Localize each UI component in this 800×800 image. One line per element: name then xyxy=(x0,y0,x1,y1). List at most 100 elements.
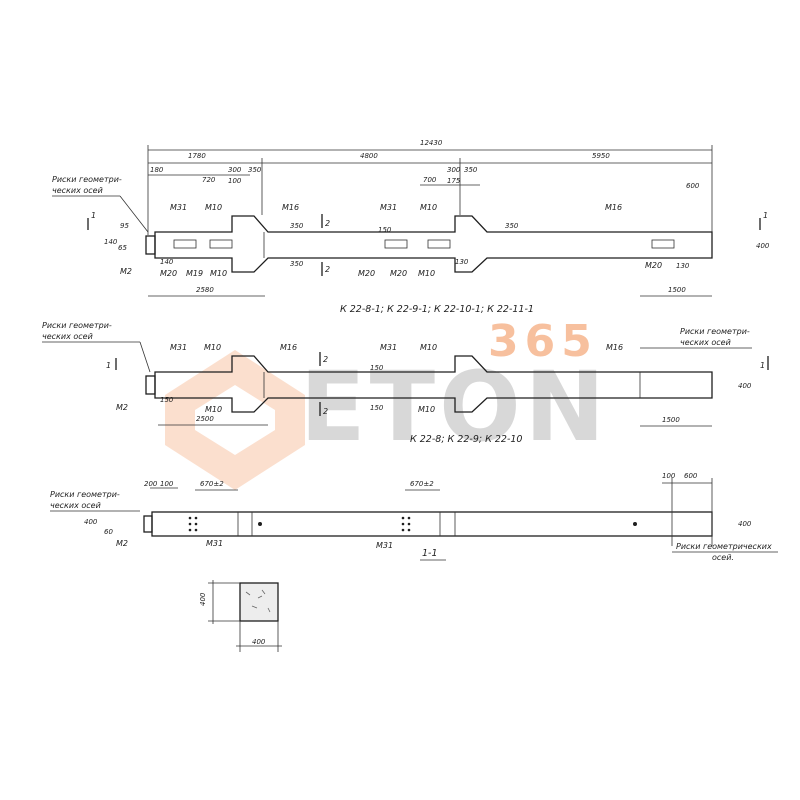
dim-100: 100 xyxy=(228,177,242,185)
watermark-letters: ETON xyxy=(300,351,609,463)
mark-m31-1: M31 xyxy=(170,203,187,212)
section-dim-width: 400 xyxy=(252,638,266,646)
mark-m19: M19 xyxy=(186,269,203,278)
view2-dim-150-c: 150 xyxy=(370,404,384,412)
section-mark-1-left: 1 xyxy=(91,211,96,220)
view2-mark-m16-1: M16 xyxy=(280,343,297,352)
mark-m10-4: M10 xyxy=(418,269,435,278)
view2-mark-m31-1: M31 xyxy=(170,343,187,352)
view2-mark-m31-2: M31 xyxy=(380,343,397,352)
mark-m16-2: M16 xyxy=(605,203,622,212)
view2-column: Риски геометри- ческих осей Риски геомет… xyxy=(42,321,769,445)
section-mark-1-right: 1 xyxy=(763,211,768,220)
mark-m31-2: M31 xyxy=(380,203,397,212)
view3-dim-400-left: 400 xyxy=(84,518,98,526)
section-mark-2-top: 2 xyxy=(325,219,330,228)
view2-axes-right-line2: ческих осей xyxy=(680,338,731,347)
view2-dim-1500: 1500 xyxy=(662,416,680,424)
dim-350: 350 xyxy=(248,166,262,174)
view2-dim-150-a: 150 xyxy=(160,396,174,404)
dim-130-b: 130 xyxy=(676,262,690,270)
dim-150: 150 xyxy=(378,226,392,234)
dim-350-b: 350 xyxy=(290,260,304,268)
view3-mark-m31-2: M31 xyxy=(376,541,393,550)
view2-mark-m10-4: M10 xyxy=(418,405,435,414)
view2-section-2-bottom: 2 xyxy=(323,407,328,416)
mark-m2: M2 xyxy=(120,267,132,276)
view2-end-plate xyxy=(145,375,156,395)
view3-column-outline xyxy=(151,511,713,537)
view1-column-outline xyxy=(154,215,713,273)
dim-300b: 300 xyxy=(447,166,461,174)
view2-column-outline xyxy=(154,355,713,413)
dim-65: 65 xyxy=(118,244,127,252)
view3-axes-right-line2: осей. xyxy=(712,553,734,562)
view2-axes-left-line1: Риски геометри- xyxy=(42,321,112,330)
dim-300: 300 xyxy=(228,166,242,174)
dim-1780: 1780 xyxy=(188,152,206,160)
view3-end-plate xyxy=(143,515,153,533)
section-caption: 1-1 xyxy=(422,548,438,559)
view1-column: 12430 1780 4800 5950 180 720 300 350 100… xyxy=(52,139,770,315)
dim-overall: 12430 xyxy=(420,139,443,147)
view2-mark-m10-1: M10 xyxy=(204,343,221,352)
view2-mark-m10-2: M10 xyxy=(420,343,437,352)
view2-dim-400: 400 xyxy=(738,382,752,390)
view2-mark-m16-2: M16 xyxy=(606,343,623,352)
mark-m20-4: M20 xyxy=(645,261,662,270)
dim-350-a: 350 xyxy=(290,222,304,230)
section-dim-height: 400 xyxy=(199,592,207,606)
section-mark-2-bottom: 2 xyxy=(325,265,330,274)
dim-700: 700 xyxy=(423,176,437,184)
view2-axes-left-line2: ческих осей xyxy=(42,332,93,341)
view3-hole-2 xyxy=(633,522,637,526)
view3-mark-m31-1: M31 xyxy=(206,539,223,548)
view3-axes-left-line2: ческих осей xyxy=(50,501,101,510)
cross-section-square xyxy=(239,582,279,622)
dim-95: 95 xyxy=(120,222,129,230)
view3-dim-670-a: 670±2 xyxy=(200,480,224,488)
axes-note-line1: Риски геометри- xyxy=(52,175,122,184)
dim-1500: 1500 xyxy=(668,286,686,294)
view2-caption: К 22-8; К 22-9; К 22-10 xyxy=(410,434,522,445)
dim-130: 130 xyxy=(455,258,469,266)
mark-m10-2: M10 xyxy=(420,203,437,212)
view3-dim-100-right: 100 xyxy=(662,472,676,480)
view2-dim-2500: 2500 xyxy=(196,415,214,423)
mark-m10-3: M10 xyxy=(210,269,227,278)
watermark-number: 365 xyxy=(488,316,598,367)
view2-section-2-top: 2 xyxy=(323,355,328,364)
dim-140-low: 140 xyxy=(160,258,174,266)
dim-4800: 4800 xyxy=(360,152,378,160)
view3-dim-400: 400 xyxy=(738,520,752,528)
view2-mark-m2: M2 xyxy=(116,403,128,412)
view3-dim-670-b: 670±2 xyxy=(410,480,434,488)
watermark-logo-mark xyxy=(165,350,305,490)
dim-2580: 2580 xyxy=(196,286,214,294)
view3-dim-100: 100 xyxy=(160,480,174,488)
view3-axes-right-line1: Риски геометрических xyxy=(676,542,772,551)
mark-m20-1: M20 xyxy=(160,269,177,278)
dim-720: 720 xyxy=(202,176,216,184)
dim-600: 600 xyxy=(686,182,700,190)
view2-section-1-left: 1 xyxy=(106,361,111,370)
mark-m20-2: M20 xyxy=(358,269,375,278)
dim-175: 175 xyxy=(447,177,461,185)
axes-note-line2: ческих осей xyxy=(52,186,103,195)
dim-350b: 350 xyxy=(464,166,478,174)
watermark: 365 ETON xyxy=(165,316,609,490)
view1-caption: К 22-8-1; К 22-9-1; К 22-10-1; К 22-11-1 xyxy=(340,304,534,315)
view3-mark-m2: M2 xyxy=(116,539,128,548)
dim-350-c: 350 xyxy=(505,222,519,230)
mark-m20-3: M20 xyxy=(390,269,407,278)
view2-axes-right-line1: Риски геометри- xyxy=(680,327,750,336)
dim-400-right: 400 xyxy=(756,242,770,250)
view1-end-plate xyxy=(145,235,156,255)
view3-fixings-left xyxy=(188,516,198,532)
view3-fixings-mid xyxy=(401,516,411,532)
view3-dim-600: 600 xyxy=(684,472,698,480)
mark-m16-1: M16 xyxy=(282,203,299,212)
view3-axes-left-line1: Риски геометри- xyxy=(50,490,120,499)
view3-column: Риски геометри- ческих осей Риски геомет… xyxy=(50,472,778,562)
